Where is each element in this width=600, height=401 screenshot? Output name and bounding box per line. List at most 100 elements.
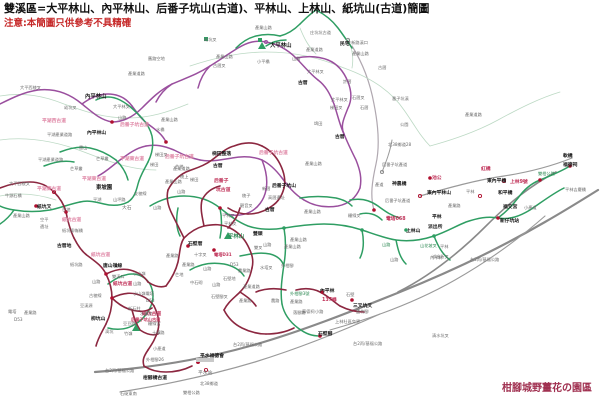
map-label: 和平橋	[498, 191, 513, 196]
map-label: 雙叉	[254, 245, 263, 250]
trail-green-s4	[189, 262, 245, 277]
map-label: 豆溪源	[80, 303, 93, 308]
node-dot	[110, 296, 114, 300]
map-label: 產業山路	[304, 209, 321, 214]
trail-green-c3	[283, 223, 363, 231]
map-label: 山路	[390, 257, 399, 262]
map-label: 產業道路	[306, 47, 323, 52]
map-label: 清水坑叉	[432, 333, 449, 338]
map-label: 平湖東古道	[37, 187, 61, 192]
title-block: 雙溪區=大平林山、內平林山、后番子坑山(古道)、平林山、上林山、紙坑山(古道)簡…	[4, 2, 429, 30]
map-label: 山路	[292, 56, 301, 61]
trail-maroon-up4	[261, 145, 286, 189]
map-label: 梯田	[150, 162, 159, 167]
map-label: 高厝遺址	[268, 195, 285, 200]
trail-purple-e2	[261, 159, 305, 201]
trail-maroon-s1	[111, 292, 155, 307]
trail-maroon-up5	[247, 187, 285, 215]
map-label: 內平林山	[87, 131, 107, 136]
node-hollow	[417, 193, 423, 199]
map-label: 古厝	[265, 208, 275, 213]
map-label: 台2丙/基福公路	[233, 342, 263, 347]
map-label: 庄坑坑古道	[310, 30, 331, 35]
trail-green-mid1	[59, 146, 117, 161]
trail-green-summit2	[235, 33, 281, 49]
node-dot	[110, 120, 114, 124]
node-dot	[212, 248, 216, 252]
map-label: 稜子	[242, 193, 251, 198]
trail-green-branch2	[359, 229, 365, 259]
map-label: 產業路	[448, 203, 461, 208]
green-box-marker	[258, 38, 262, 42]
trail-green-ne3	[359, 212, 383, 221]
map-label: 電塔068	[386, 217, 406, 222]
node-dot	[350, 298, 354, 302]
map-label: 內平林	[320, 289, 335, 294]
boundary-nw	[0, 94, 189, 119]
map-label: 石壁	[346, 292, 355, 297]
node-hollow	[51, 189, 57, 195]
map-label: 外柑腳26	[146, 357, 164, 362]
map-label: 產業路	[239, 298, 252, 303]
map-label: 山路	[382, 242, 391, 247]
map-label: 后番子坑古道	[120, 123, 149, 128]
map-label: 軟橋	[563, 154, 573, 159]
map-label: 農路	[271, 298, 280, 303]
map-label: 大平林山	[270, 43, 292, 49]
trail-green-branch1	[219, 207, 223, 239]
map-label: 平水福德會	[200, 354, 224, 359]
map-label: 十字叉	[194, 252, 207, 257]
node-dot	[282, 226, 286, 230]
map-label: 大平西稜叉	[9, 181, 30, 186]
road-pinglin	[419, 157, 573, 197]
map-label: 古厝叉	[213, 63, 226, 68]
trail-green-wedge	[0, 209, 15, 225]
trail-maroon-ne2	[339, 305, 365, 313]
trail-green-sw2	[131, 283, 154, 327]
map-label: 農業路	[238, 268, 251, 273]
map-label: 石厝叉	[352, 95, 365, 100]
map-label: 平湖	[93, 197, 102, 202]
map-label: 產業山路	[255, 25, 272, 30]
map-label: D53	[146, 298, 155, 303]
map-label: 上林社區交界	[335, 319, 361, 324]
map-label: 紙坑古道	[62, 218, 82, 223]
map-label: 東坡園	[96, 185, 113, 191]
trail-maroon-up2	[167, 159, 213, 191]
boundary-top2	[347, 37, 354, 69]
trail-maroon-s4	[143, 365, 193, 373]
map-label: 稜上	[180, 174, 189, 179]
map-label: 產業山路	[13, 213, 30, 218]
map-label: 石壁腳	[318, 332, 333, 337]
trail-maroon-s3	[142, 349, 149, 367]
map-label: 土礦路	[152, 330, 165, 335]
trail-purple-neiping	[81, 93, 133, 107]
map-label: 產業路	[24, 310, 37, 315]
trail-green-branch4	[433, 235, 451, 261]
map-label: 北38鄉道	[200, 381, 218, 386]
map-label: 產業山路	[352, 51, 369, 56]
trail-purple-loop1	[295, 55, 349, 83]
node-dot	[104, 272, 108, 276]
node-dot	[218, 206, 222, 210]
node-dot	[432, 234, 436, 238]
boundary-top	[299, 27, 317, 55]
map-label: 平林叉	[222, 213, 235, 218]
node-dot	[428, 176, 432, 180]
map-label: 產業道路	[173, 166, 190, 171]
map-label: 產業山路	[161, 117, 178, 122]
map-label: 石壁地	[223, 276, 236, 281]
map-label: 支稜線	[134, 191, 147, 196]
map-label: 東內平橋	[487, 179, 507, 184]
node-hollow	[379, 169, 385, 175]
trail-maroon-up7	[227, 207, 241, 229]
trail-green-e1	[497, 187, 565, 220]
map-label: 平林	[432, 215, 442, 220]
map-label: 池公	[432, 176, 442, 181]
trail-maroon-bs2	[265, 327, 295, 335]
trail-green-sw3	[107, 325, 133, 331]
map-label: 福交宮	[503, 205, 518, 210]
trail-maroon-w5	[95, 323, 107, 347]
trail-purple-s1	[249, 159, 268, 213]
map-label: 新石柱	[128, 306, 141, 311]
